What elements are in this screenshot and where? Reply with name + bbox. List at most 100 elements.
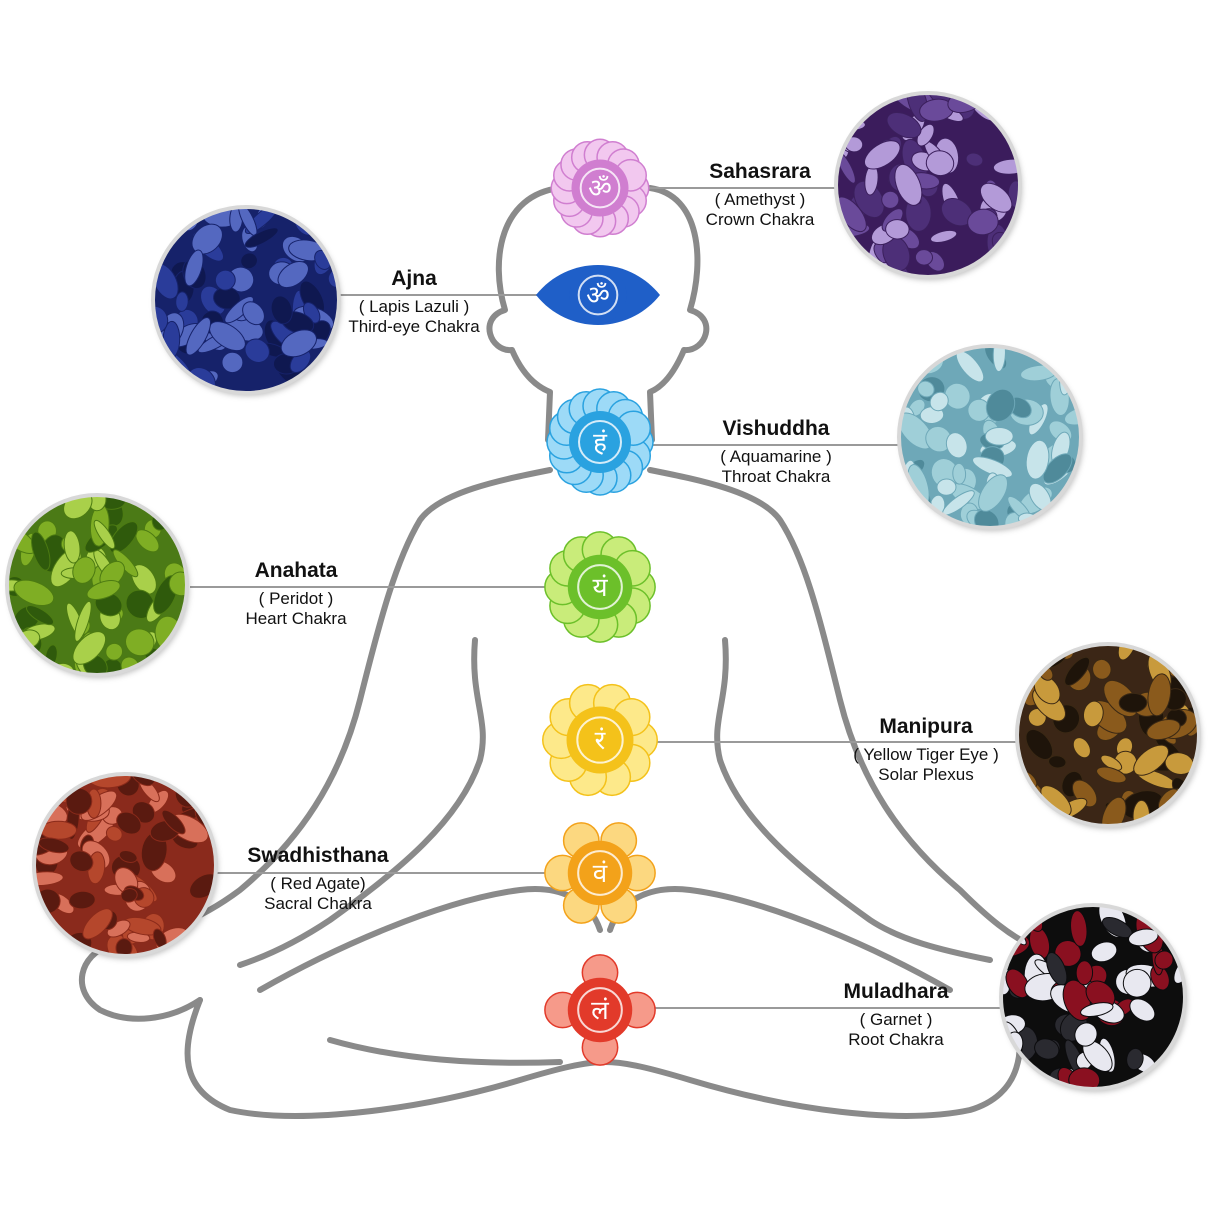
pebble: [175, 291, 189, 312]
stone-name: ( Red Agate): [270, 874, 366, 893]
chakra-name: Sahasrara: [709, 160, 811, 183]
pebble: [899, 514, 919, 528]
chakra-name: Ajna: [391, 267, 437, 290]
label-anahata: Anahata ( Peridot ) Heart Chakra: [245, 559, 346, 629]
pebble: [1001, 914, 1027, 946]
chakra-glyph: रं: [595, 726, 607, 756]
pebble: [69, 850, 94, 873]
head-outline: [486, 185, 710, 443]
pebble: [992, 346, 1006, 373]
chakra-english: Crown Chakra: [705, 210, 815, 229]
pebble: [244, 338, 270, 363]
chakra-inner-ring: [576, 716, 624, 764]
stone-border: [5, 493, 189, 677]
chakra-glyph: ॐ: [588, 174, 612, 204]
pebble: [1163, 905, 1185, 924]
chakra-inner-ring: [577, 850, 623, 896]
stone-circle-swadhisthana: [32, 772, 218, 958]
pebble: [191, 934, 216, 956]
pebble: [154, 366, 170, 393]
chakra-symbol-anahata: यं: [544, 531, 656, 643]
pebble: [1170, 647, 1198, 661]
pebble: [1154, 950, 1174, 970]
pebble: [1146, 719, 1181, 741]
pebble: [68, 890, 96, 910]
pebble: [165, 371, 186, 393]
chakra-inner-ring: [578, 420, 622, 464]
pebble: [1075, 960, 1094, 986]
left-arm-outline: [79, 467, 553, 1022]
right-inner-arm: [714, 637, 993, 963]
stone-border: [897, 344, 1083, 530]
stone-name: ( Yellow Tiger Eye ): [853, 745, 999, 764]
chakra-english: Solar Plexus: [878, 765, 974, 784]
pebble: [836, 239, 850, 253]
pebble: [125, 628, 155, 657]
chakra-glyph: हं: [593, 428, 608, 458]
pebble: [34, 871, 64, 886]
pebble: [1020, 1063, 1044, 1089]
pebble: [1096, 766, 1127, 784]
chakra-english: Root Chakra: [848, 1030, 944, 1049]
stone-name: ( Aquamarine ): [720, 447, 832, 466]
pebble: [952, 462, 967, 485]
pebble: [847, 252, 867, 277]
pebble: [925, 150, 955, 177]
pebble: [1133, 744, 1169, 776]
pebble: [1129, 998, 1156, 1022]
pebble: [990, 253, 1010, 272]
pebble: [1044, 510, 1071, 528]
chakra-symbol-swadhisthana: वं: [544, 822, 656, 924]
pebble: [974, 509, 1000, 528]
pebble: [93, 519, 116, 550]
stone-name: ( Lapis Lazuli ): [358, 297, 470, 316]
stone-pebbles: [7, 495, 187, 675]
pebble: [242, 301, 265, 326]
pebble: [979, 182, 1013, 213]
pebble: [886, 111, 922, 139]
pebble: [1034, 644, 1054, 661]
pebble: [945, 432, 968, 459]
pebble: [864, 140, 901, 170]
pebble: [894, 163, 923, 206]
chakra-english: Heart Chakra: [245, 609, 347, 628]
pebble: [1050, 346, 1068, 361]
pebble: [1074, 1022, 1098, 1047]
pebble: [1005, 968, 1030, 999]
chakra-symbol-manipura: रं: [542, 683, 658, 797]
pebble: [191, 223, 223, 255]
pebble: [240, 252, 258, 270]
chakra-glyph: वं: [593, 859, 608, 889]
chakra-inner-ring: [579, 167, 621, 209]
pebble: [1126, 1047, 1144, 1071]
stone-circle-vishuddha: [897, 344, 1083, 530]
pebble: [965, 152, 984, 167]
chakra-symbol-muladhara: लं: [544, 954, 656, 1066]
chakra-symbols: ॐॐहंयंरंवंलं: [536, 138, 660, 1066]
pebble: [1080, 1002, 1114, 1018]
inner-leg-right: [607, 886, 953, 993]
stone-circle-muladhara: [999, 903, 1187, 1091]
pebble: [1025, 439, 1050, 480]
chakra-name: Vishuddha: [722, 417, 830, 440]
pebble: [26, 605, 55, 626]
pebble: [1122, 968, 1152, 998]
pebble: [1057, 346, 1081, 376]
pebble: [172, 521, 187, 545]
label-ajna: Ajna ( Lapis Lazuli ) Third-eye Chakra: [348, 267, 479, 337]
chakra-glyph: यं: [592, 573, 608, 603]
pebble: [1070, 910, 1088, 947]
pebble: [1020, 790, 1037, 826]
stone-pebbles: [899, 346, 1081, 528]
stone-circle-sahasrara: [834, 91, 1022, 279]
chakra-symbol-vishuddha: हं: [546, 388, 654, 496]
pebble: [1048, 755, 1067, 769]
stone-border: [32, 772, 218, 958]
chakra-name: Anahata: [254, 559, 338, 582]
stone-circle-manipura: [1015, 642, 1201, 828]
stone-border: [999, 903, 1187, 1091]
pebble: [7, 495, 23, 512]
chakra-english: Sacral Chakra: [264, 894, 372, 913]
crossed-foot: [327, 1037, 563, 1066]
pebble: [116, 811, 142, 835]
